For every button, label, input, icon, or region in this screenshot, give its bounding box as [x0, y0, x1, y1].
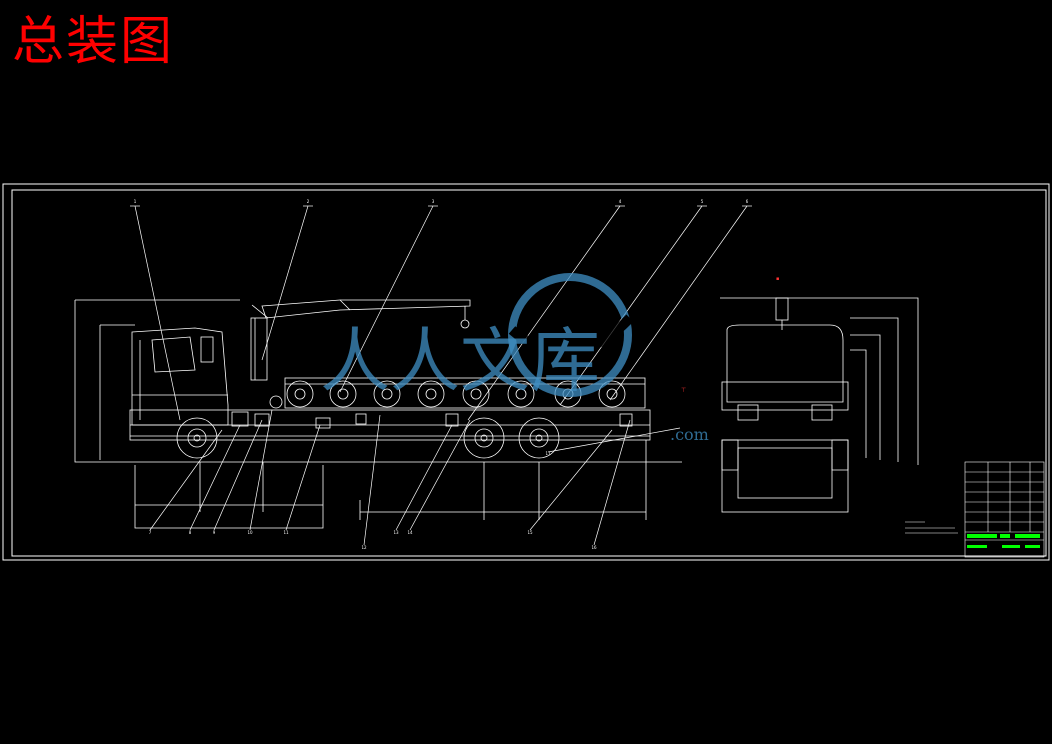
balloon-label: 14 [407, 530, 413, 535]
crane [250, 299, 471, 381]
balloon-label: 8 [189, 530, 192, 535]
balloon-label: 12 [361, 545, 367, 550]
balloon-label: 7 [149, 530, 152, 535]
front-view-marker: ▪ [776, 276, 779, 282]
truck-cab [131, 327, 229, 426]
balloon-label: 3 [432, 199, 435, 204]
balloon-label: 13 [393, 530, 399, 535]
wheels [176, 417, 560, 459]
balloon-label: 16 [591, 545, 597, 550]
balloon-label: 9 [213, 530, 216, 535]
outer-border [2, 183, 1050, 561]
balloon-label: 6 [746, 199, 749, 204]
balloon-label: 2 [307, 199, 310, 204]
cargo-bed [284, 377, 646, 409]
balloon-label: 4 [619, 199, 622, 204]
front-view [720, 297, 919, 513]
balloon-label: 15 [527, 530, 533, 535]
title-block [964, 461, 1045, 558]
tech-notes [905, 521, 958, 534]
side-view [74, 299, 682, 529]
side-view-marker: ⊤ [681, 387, 686, 394]
inner-border [11, 189, 1047, 557]
watermark-text: 人人文库 [320, 320, 600, 402]
balloon-label: 17 [545, 451, 551, 456]
balloon-label: 5 [701, 199, 704, 204]
title-block-accent [967, 534, 1040, 548]
page-title: 总装图 [12, 12, 175, 72]
leader-lines-bottom [149, 409, 681, 546]
front-cab [726, 324, 844, 403]
watermark-suffix: .com [670, 425, 709, 444]
leader-lines-top [130, 205, 752, 421]
balloon-label: 10 [247, 530, 253, 535]
balloon-label: 11 [283, 530, 289, 535]
balloon-label: 1 [134, 199, 137, 204]
orbit-logo-icon [508, 273, 634, 397]
